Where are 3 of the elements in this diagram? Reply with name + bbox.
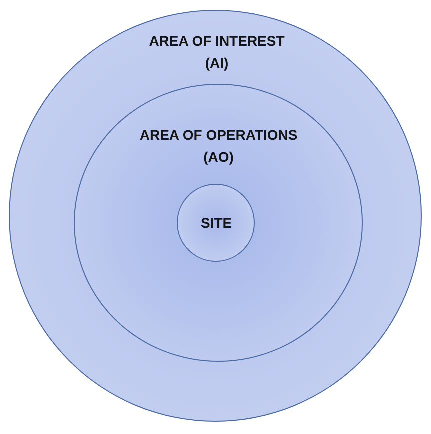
area-label: AREA OF OPERATIONS (AO) — [138, 126, 299, 167]
area-label: AREA OF INTEREST (AI) — [148, 32, 286, 73]
site-label: SITE — [200, 214, 234, 233]
